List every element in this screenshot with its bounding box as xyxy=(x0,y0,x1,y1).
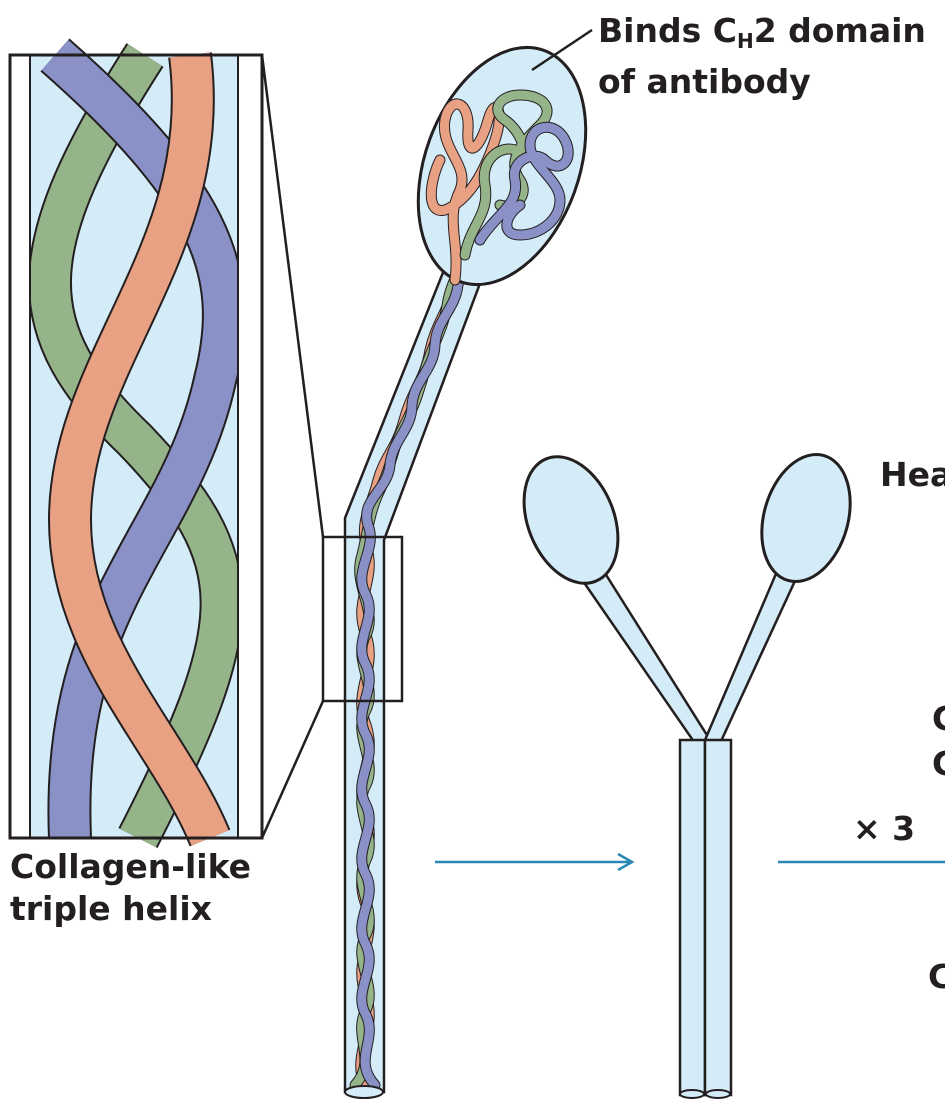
binds-subscript-text: H xyxy=(737,29,754,53)
globular-head xyxy=(388,24,617,308)
triple-helix-zoom-panel xyxy=(10,55,262,838)
zoom-connector-bottom xyxy=(262,701,323,838)
y-shaped-subunit xyxy=(506,443,864,1098)
zoom-connector-top xyxy=(262,55,323,537)
y-stem-end-right xyxy=(706,1090,730,1098)
partial-label-c2: C xyxy=(932,745,945,783)
y-right-globe xyxy=(748,444,865,592)
binds-suffix-text: 2 domain xyxy=(754,11,926,50)
y-stem-left xyxy=(680,740,705,1095)
y-right-arm xyxy=(705,562,800,752)
collagen-label-line1: Collagen-like xyxy=(10,848,251,886)
binds-prefix-text: Binds C xyxy=(598,11,737,50)
y-stem-right xyxy=(705,740,731,1095)
binds-ch2-label-line2: of antibody xyxy=(598,63,811,101)
y-left-globe xyxy=(506,443,635,598)
head-label-partial: Hea xyxy=(880,456,945,494)
arrow-to-y xyxy=(435,854,632,870)
partial-label-c1: C xyxy=(932,700,945,738)
y-stem-end-left xyxy=(680,1090,704,1098)
partial-label-c3: C xyxy=(928,958,945,996)
binds-ch2-label-line1: Binds CH2 domain xyxy=(598,12,926,50)
y-left-arm xyxy=(585,570,710,752)
stalk-end xyxy=(345,1086,383,1098)
collagen-label-line2: triple helix xyxy=(10,890,212,928)
times-three-label: × 3 xyxy=(853,810,915,848)
